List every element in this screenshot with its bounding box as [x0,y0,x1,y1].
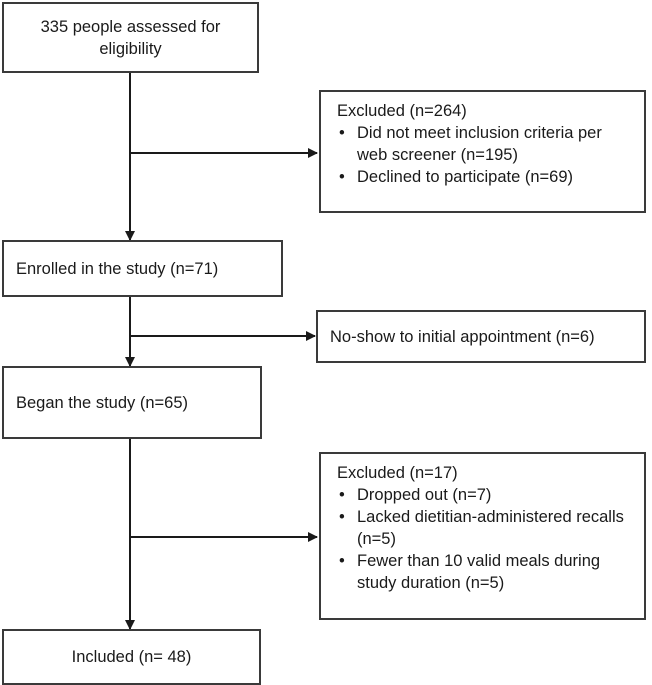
assessed-text: 335 people assessed for eligibility [40,17,221,58]
excluded-2-item: Dropped out (n=7) [337,484,632,506]
excluded-2-title: Excluded (n=17) [337,464,458,482]
enrolled-box: Enrolled in the study (n=71) [2,240,283,297]
excluded-1-list: Did not meet inclusion criteria per web … [337,122,632,188]
included-box: Included (n= 48) [2,629,261,685]
enrolled-text: Enrolled in the study (n=71) [16,259,219,278]
excluded-2-item: Lacked dietitian-administered recalls (n… [337,506,632,550]
assessed-box: 335 people assessed for eligibility [2,2,259,73]
included-text: Included (n= 48) [71,648,192,666]
excluded-1-title: Excluded (n=264) [337,102,467,120]
began-box: Began the study (n=65) [2,366,262,439]
excluded-box-2: Excluded (n=17) Dropped out (n=7) Lacked… [319,452,646,620]
noshow-box: No-show to initial appointment (n=6) [316,310,646,363]
began-text: Began the study (n=65) [16,393,188,412]
excluded-1-item: Did not meet inclusion criteria per web … [337,122,632,166]
excluded-2-list: Dropped out (n=7) Lacked dietitian-admin… [337,484,632,594]
noshow-text: No-show to initial appointment (n=6) [330,327,595,346]
excluded-2-item: Fewer than 10 valid meals during study d… [337,550,632,594]
excluded-1-item: Declined to participate (n=69) [337,166,632,188]
excluded-box-1: Excluded (n=264) Did not meet inclusion … [319,90,646,213]
